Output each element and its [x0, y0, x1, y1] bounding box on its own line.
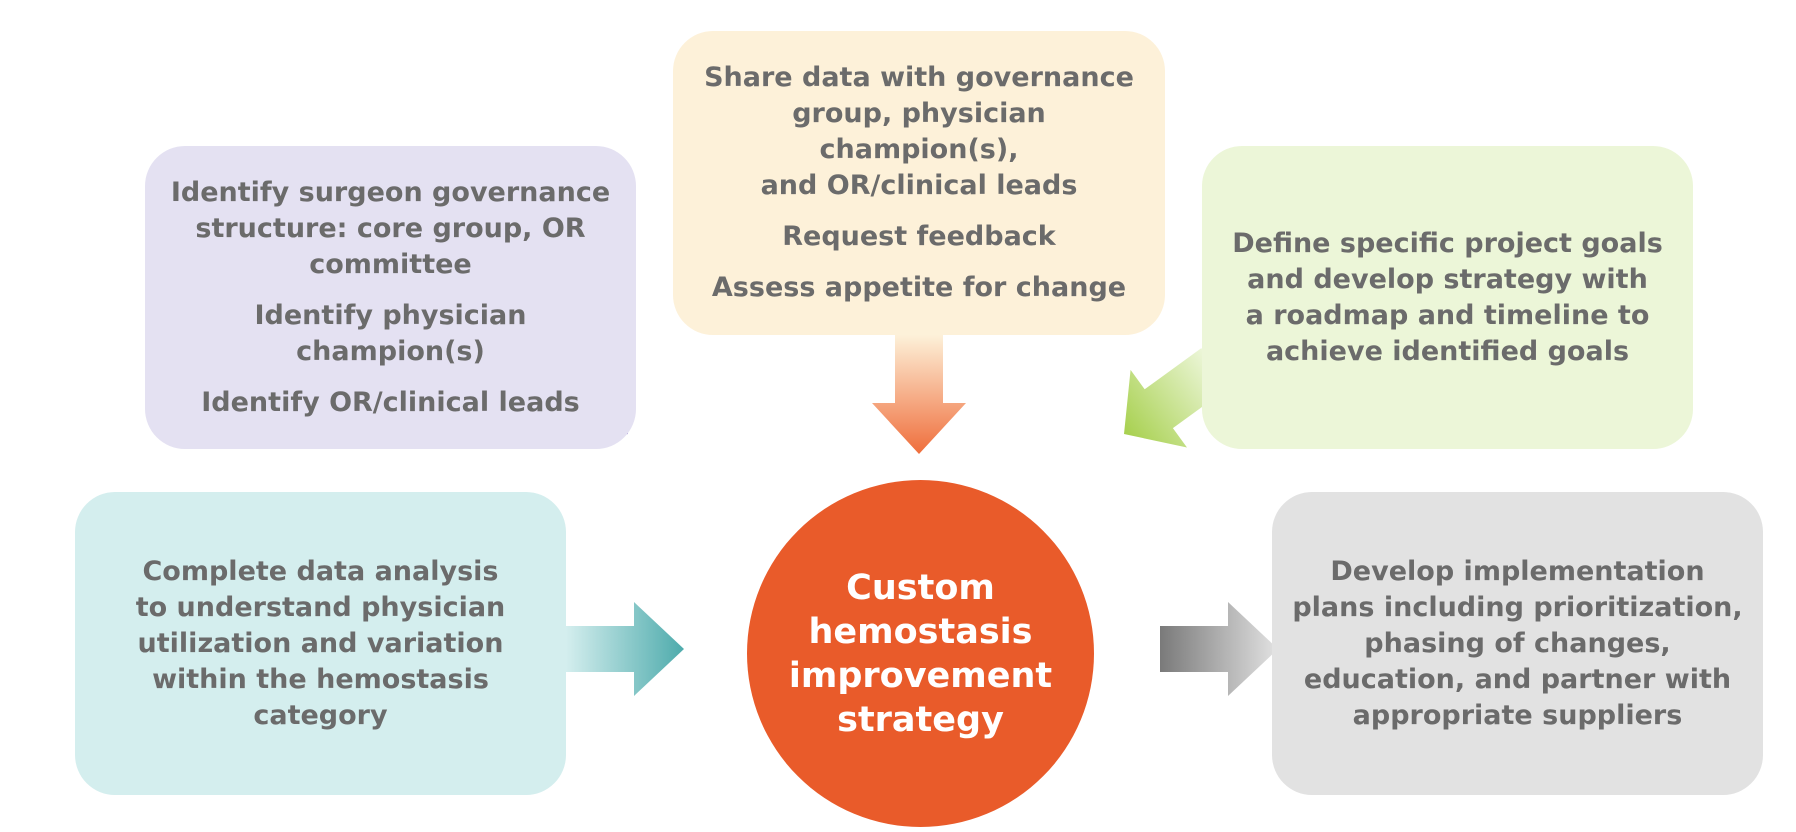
- governance-line: Identify physician champion(s): [254, 299, 527, 367]
- share-line: Assess appetite for change: [711, 272, 1127, 303]
- governance-line: Identify OR/clinical leads: [201, 386, 580, 418]
- arrow-implementation: [1160, 602, 1278, 696]
- share-line: Share data with governance group, physic…: [704, 62, 1134, 201]
- analysis-line: Complete data analysis to understand phy…: [135, 555, 506, 731]
- implementation-box: Develop implementation plans including p…: [1272, 492, 1763, 795]
- goals-line: Define specific project goals and develo…: [1232, 227, 1663, 367]
- goals-box: Define specific project goals and develo…: [1202, 146, 1693, 449]
- governance-line: Identify surgeon governance structure: c…: [170, 176, 611, 280]
- implementation-line: Develop implementation plans including p…: [1292, 555, 1743, 731]
- analysis-box: Complete data analysis to understand phy…: [75, 492, 566, 795]
- arrow-share: [872, 335, 966, 454]
- governance-box: Identify surgeon governance structure: c…: [145, 146, 636, 449]
- share-line: Request feedback: [782, 221, 1056, 252]
- share-data-box: Share data with governance group, physic…: [673, 31, 1165, 335]
- center-strategy-circle: Custom hemostasis improvement strategy: [747, 480, 1094, 827]
- arrow-analysis: [566, 602, 684, 696]
